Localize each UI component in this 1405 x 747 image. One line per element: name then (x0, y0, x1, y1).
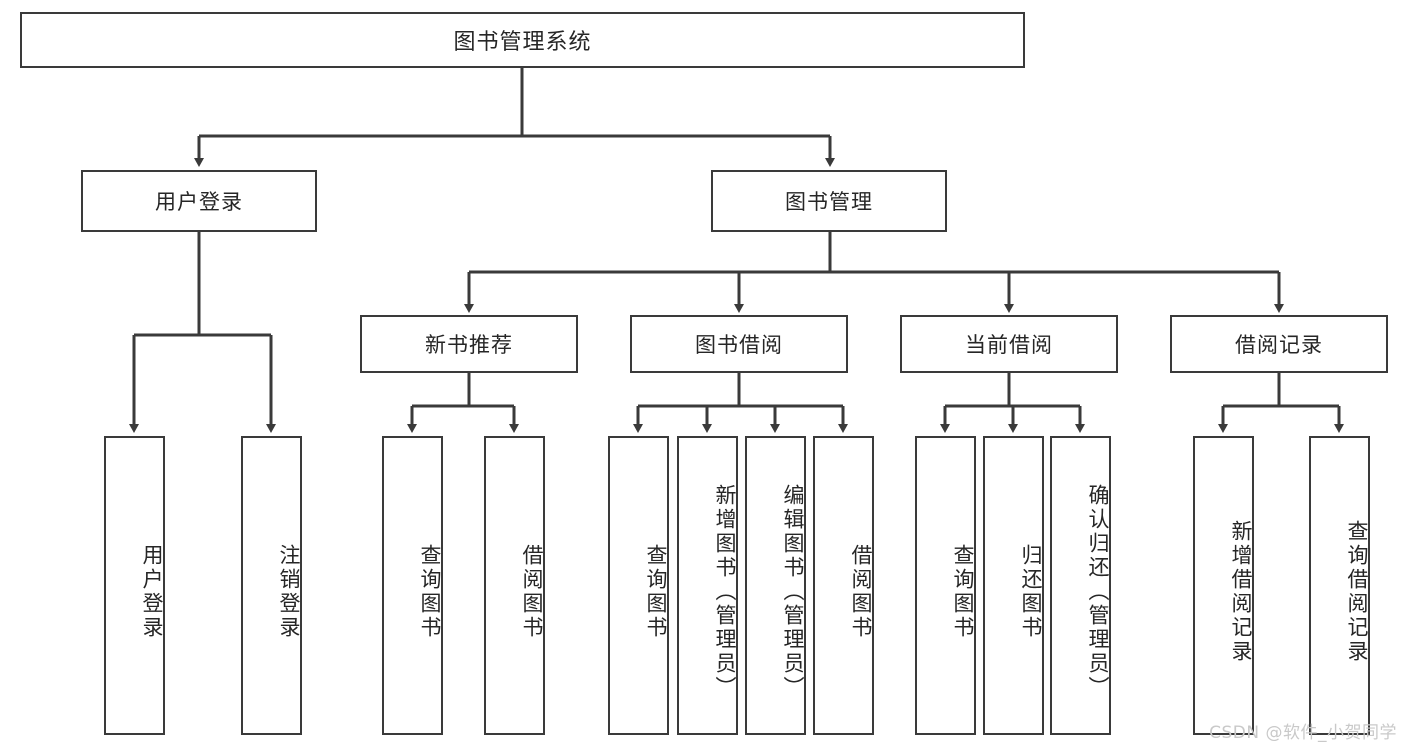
leaf-query-book-1[interactable]: 查询图书 (382, 436, 443, 735)
leaf-return-book[interactable]: 归还图书 (983, 436, 1044, 735)
leaf-user-logout-label: 注销登录 (277, 543, 301, 640)
leaf-borrow-book-1-label: 借阅图书 (520, 543, 544, 640)
node-book-borrow-label: 图书借阅 (695, 333, 783, 357)
leaf-add-book[interactable]: 新增图书（管理员） (677, 436, 738, 735)
leaf-user-login-label: 用户登录 (140, 543, 164, 640)
leaf-query-record-label: 查询借阅记录 (1345, 519, 1369, 664)
leaf-user-logout[interactable]: 注销登录 (241, 436, 302, 735)
leaf-edit-book[interactable]: 编辑图书（管理员） (745, 436, 806, 735)
node-book-manage-label: 图书管理 (785, 190, 873, 214)
node-user-login[interactable]: 用户登录 (81, 170, 317, 232)
leaf-query-record[interactable]: 查询借阅记录 (1309, 436, 1370, 735)
csdn-watermark: CSDN @软件_小贺同学 (1209, 723, 1397, 743)
node-new-book-recommend[interactable]: 新书推荐 (360, 315, 578, 373)
leaf-query-book-3[interactable]: 查询图书 (915, 436, 976, 735)
leaf-query-book-2[interactable]: 查询图书 (608, 436, 669, 735)
leaf-user-login[interactable]: 用户登录 (104, 436, 165, 735)
leaf-confirm-return[interactable]: 确认归还（管理员） (1050, 436, 1111, 735)
leaf-query-book-2-label: 查询图书 (644, 543, 668, 640)
leaf-add-record[interactable]: 新增借阅记录 (1193, 436, 1254, 735)
node-borrow-record[interactable]: 借阅记录 (1170, 315, 1388, 373)
node-new-book-recommend-label: 新书推荐 (425, 333, 513, 357)
leaf-edit-book-label: 编辑图书（管理员） (781, 483, 805, 700)
node-current-borrow[interactable]: 当前借阅 (900, 315, 1118, 373)
node-current-borrow-label: 当前借阅 (965, 333, 1053, 357)
leaf-confirm-return-label: 确认归还（管理员） (1086, 483, 1110, 700)
node-root[interactable]: 图书管理系统 (20, 12, 1025, 68)
leaf-return-book-label: 归还图书 (1019, 543, 1043, 640)
node-borrow-record-label: 借阅记录 (1235, 333, 1323, 357)
leaf-borrow-book-1[interactable]: 借阅图书 (484, 436, 545, 735)
leaf-add-record-label: 新增借阅记录 (1229, 519, 1253, 664)
node-user-login-label: 用户登录 (155, 190, 243, 214)
node-book-manage[interactable]: 图书管理 (711, 170, 947, 232)
node-book-borrow[interactable]: 图书借阅 (630, 315, 848, 373)
leaf-query-book-3-label: 查询图书 (951, 543, 975, 640)
leaf-borrow-book-2[interactable]: 借阅图书 (813, 436, 874, 735)
leaf-query-book-1-label: 查询图书 (418, 543, 442, 640)
leaf-add-book-label: 新增图书（管理员） (713, 483, 737, 700)
leaf-borrow-book-2-label: 借阅图书 (849, 543, 873, 640)
node-root-label: 图书管理系统 (453, 30, 592, 55)
